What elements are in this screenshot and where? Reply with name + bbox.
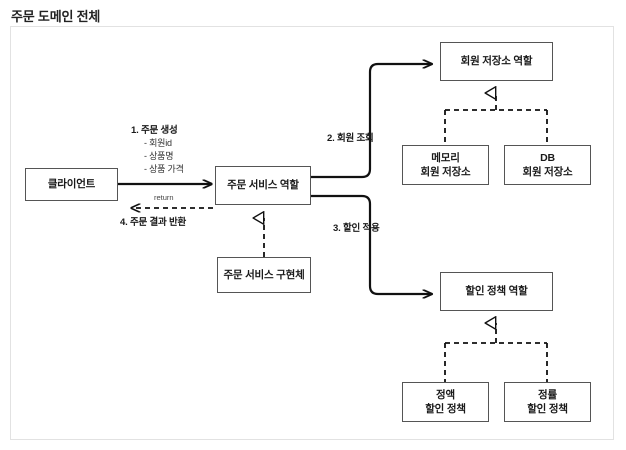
- realization-discount-policy: [444, 323, 548, 382]
- node-client-label: 클라이언트: [47, 178, 96, 191]
- node-rate-discount-policy[interactable]: 정률 할인 정책: [504, 382, 591, 422]
- flow-label-step4: 4. 주문 결과 반환: [120, 217, 187, 228]
- node-order-service-impl-label: 주문 서비스 구현체: [223, 268, 305, 281]
- node-db-member-repository-label2: 회원 저장소: [522, 166, 573, 178]
- node-rate-discount-policy-label2: 할인 정책: [527, 403, 568, 415]
- node-memory-member-repository[interactable]: 메모리 회원 저장소: [402, 145, 489, 185]
- flow-label-step1-param1: - 회원id: [144, 138, 172, 148]
- flow-label-step1-param3: - 상품 가격: [144, 164, 184, 174]
- node-order-service-role[interactable]: 주문 서비스 역할: [215, 166, 311, 205]
- node-discount-policy-role[interactable]: 할인 정책 역할: [440, 272, 553, 311]
- node-db-member-repository-label: DB: [540, 151, 555, 164]
- node-memory-member-repository-label2: 회원 저장소: [420, 166, 471, 178]
- diagram-frame: [10, 26, 614, 440]
- flow-label-step1: 1. 주문 생성: [131, 125, 178, 136]
- flow-label-step3: 3. 할인 적용: [333, 223, 380, 234]
- node-member-repository-role[interactable]: 회원 저장소 역할: [440, 42, 553, 81]
- arrow-member-find: [308, 64, 434, 179]
- node-fix-discount-policy-label: 정액: [436, 388, 455, 401]
- node-order-service-role-label: 주문 서비스 역할: [227, 179, 299, 192]
- node-order-service-impl[interactable]: 주문 서비스 구현체: [217, 257, 311, 293]
- arrow-discount-apply: [308, 194, 434, 294]
- page-title: 주문 도메인 전체: [11, 9, 101, 24]
- flow-label-return: return: [154, 193, 174, 202]
- node-member-repository-role-label: 회원 저장소 역할: [460, 55, 533, 68]
- node-fix-discount-policy[interactable]: 정액 할인 정책: [402, 382, 489, 422]
- node-db-member-repository[interactable]: DB 회원 저장소: [504, 145, 591, 185]
- node-fix-discount-policy-label2: 할인 정책: [425, 403, 466, 415]
- realization-member-repository: [444, 93, 548, 145]
- node-client[interactable]: 클라이언트: [25, 168, 118, 201]
- flow-label-step1-param2: - 상품명: [144, 151, 174, 161]
- flow-label-step2: 2. 회원 조회: [327, 133, 374, 144]
- node-discount-policy-role-label: 할인 정책 역할: [465, 285, 528, 298]
- node-rate-discount-policy-label: 정률: [538, 388, 557, 401]
- node-memory-member-repository-label: 메모리: [431, 151, 460, 164]
